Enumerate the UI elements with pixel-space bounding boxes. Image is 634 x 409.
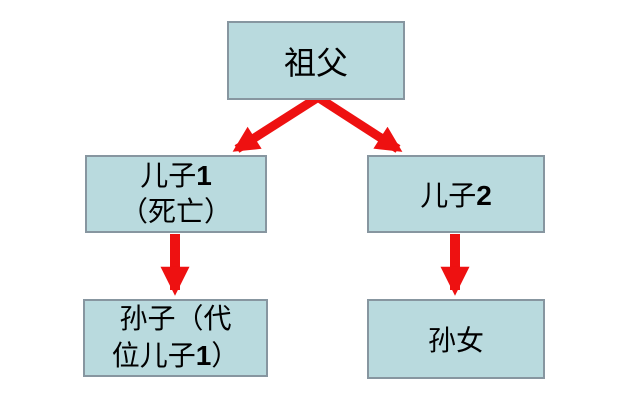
- arrow-grandfather-to-son2: [316, 94, 403, 153]
- node-grandfather: 祖父: [227, 21, 405, 100]
- node-son1-deceased: 儿子1（死亡）: [85, 155, 267, 233]
- node-granddaughter: 孙女: [367, 299, 545, 379]
- node-son2: 儿子2: [367, 155, 545, 233]
- node-grandson-representation: 孙子（代位儿子1）: [83, 299, 268, 377]
- arrow-grandfather-to-son1: [232, 94, 320, 153]
